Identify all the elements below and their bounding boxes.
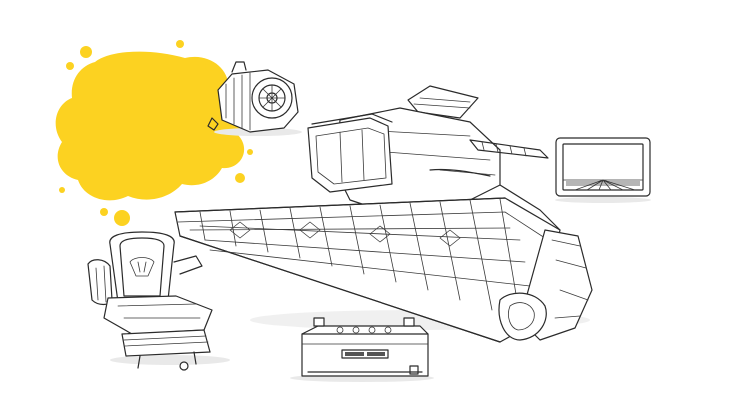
tablet-display-icon xyxy=(555,137,651,203)
operator-seat-icon xyxy=(87,231,230,371)
yellow-paint-splash xyxy=(55,40,253,226)
battery-icon xyxy=(290,317,434,382)
alternator-icon xyxy=(207,61,302,136)
combine-harvester-icon xyxy=(174,85,593,343)
